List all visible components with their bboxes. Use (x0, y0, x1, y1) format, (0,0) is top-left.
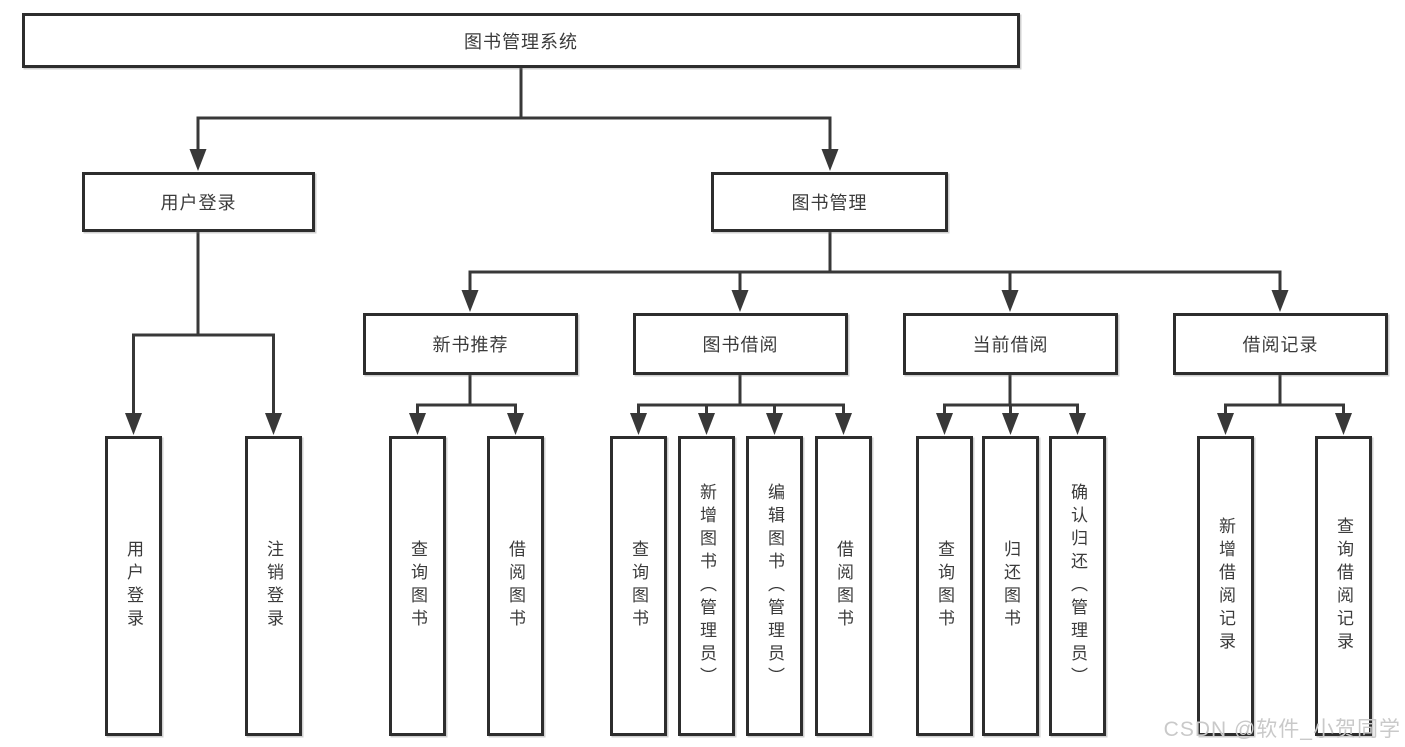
node-book-management: 图书管理 (711, 172, 948, 232)
leaf-query-books-current: 查询图书 (916, 436, 973, 736)
leaf-user-login: 用户登录 (105, 436, 162, 736)
node-root-system: 图书管理系统 (22, 13, 1020, 68)
arrowhead-icons (125, 149, 1352, 435)
leaf-query-books-borrow: 查询图书 (610, 436, 667, 736)
leaf-confirm-return-admin: 确认归还（管理员） (1049, 436, 1106, 736)
node-borrow-records: 借阅记录 (1173, 313, 1388, 375)
node-new-book-recommend: 新书推荐 (363, 313, 578, 375)
node-current-borrow: 当前借阅 (903, 313, 1118, 375)
leaf-borrow-books-recommend: 借阅图书 (487, 436, 544, 736)
leaf-add-books-admin: 新增图书（管理员） (678, 436, 735, 736)
csdn-watermark: CSDN @软件_小贺同学 (1163, 718, 1401, 741)
node-book-borrow: 图书借阅 (633, 313, 848, 375)
leaf-add-borrow-record: 新增借阅记录 (1197, 436, 1254, 736)
leaf-query-books-recommend: 查询图书 (389, 436, 446, 736)
leaf-query-borrow-record: 查询借阅记录 (1315, 436, 1372, 736)
leaf-edit-books-admin: 编辑图书（管理员） (746, 436, 803, 736)
leaf-borrow-books: 借阅图书 (815, 436, 872, 736)
leaf-logout: 注销登录 (245, 436, 302, 736)
node-user-login: 用户登录 (82, 172, 315, 232)
leaf-return-books: 归还图书 (982, 436, 1039, 736)
